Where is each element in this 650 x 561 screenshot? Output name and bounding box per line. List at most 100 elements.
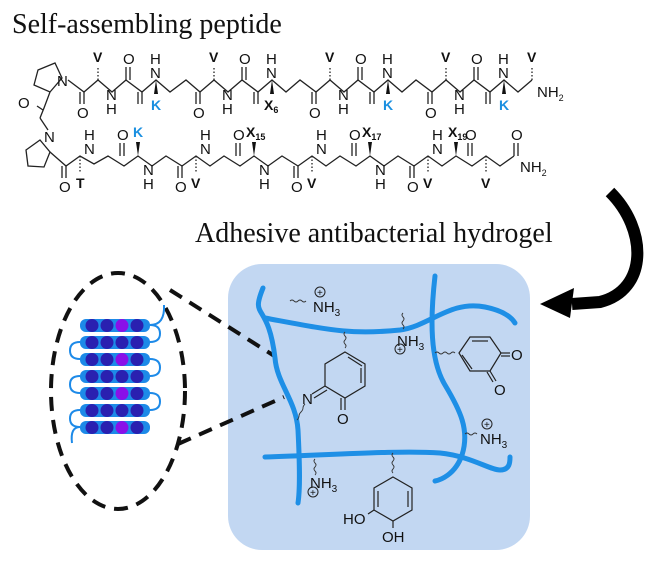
atom-h: H	[382, 51, 393, 68]
atom-n: N	[382, 65, 393, 82]
residue-v: V	[93, 49, 103, 65]
residue-bead	[85, 421, 99, 434]
atom-o: O	[471, 51, 483, 68]
residue-bead	[115, 319, 129, 332]
hashed-bonds-bottom	[79, 156, 487, 172]
atom-n: N	[338, 87, 349, 104]
atom-n: N	[57, 73, 68, 90]
residue-bead	[100, 404, 114, 417]
residue-v: V	[191, 175, 201, 191]
atom-h: H	[266, 51, 277, 68]
top-peptide-strand: N O O O O O O O O O	[18, 49, 564, 122]
svg-text:O: O	[337, 411, 349, 428]
hashed-bonds-top	[97, 66, 533, 80]
backbone-bottom	[49, 151, 515, 167]
wavy-bond	[464, 432, 478, 436]
atom-o: O	[407, 179, 419, 196]
residue-x6: X6	[264, 97, 278, 115]
residue-v: V	[441, 49, 451, 65]
loop-connector	[149, 358, 162, 377]
fiber	[262, 449, 513, 473]
atom-n: N	[498, 65, 509, 82]
residue-k: K	[133, 124, 143, 140]
atom-o: O	[193, 105, 205, 122]
atom-o: O	[511, 127, 523, 144]
loop-connector	[68, 341, 81, 360]
curved-arrow	[540, 187, 644, 318]
residue-bead	[130, 336, 144, 349]
residue-bead	[130, 387, 144, 400]
atom-h: H	[259, 176, 270, 193]
atom-o: O	[117, 127, 129, 144]
atom-n: N	[259, 162, 270, 179]
residue-k: K	[499, 97, 509, 113]
atom-o: O	[349, 127, 361, 144]
residue-bead	[85, 370, 99, 383]
bottom-peptide-strand: N O O O O O O O O O H N H N H N H N	[25, 117, 547, 196]
loop-connector	[68, 375, 81, 394]
terminus-nh2-top: NH2	[537, 84, 564, 103]
atom-o: O	[59, 179, 71, 196]
residue-x15: X15	[246, 124, 265, 142]
svg-text:O: O	[494, 382, 506, 399]
wavy-bond	[313, 458, 317, 476]
residue-bead	[115, 421, 129, 434]
svg-text:NH3: NH3	[397, 333, 425, 353]
residue-bead	[100, 370, 114, 383]
residue-bead	[115, 336, 129, 349]
residue-bead	[100, 319, 114, 332]
residue-bead	[130, 353, 144, 366]
atom-h: H	[432, 127, 443, 144]
arrowhead-icon	[540, 288, 574, 318]
atom-n: N	[200, 141, 211, 158]
wavy-bond	[289, 299, 307, 303]
atom-n: N	[84, 141, 95, 158]
bond	[39, 117, 49, 131]
fiber	[429, 273, 468, 484]
residue-v: V	[481, 175, 491, 191]
terminus-nh2-bottom: NH2	[520, 159, 547, 178]
beta-sheet-illustration	[68, 304, 166, 444]
atom-o: O	[175, 179, 187, 196]
residue-bead	[130, 319, 144, 332]
residue-t: T	[76, 175, 85, 191]
hydrogel-box	[228, 264, 530, 550]
fiber	[262, 303, 518, 335]
zoom-ellipse	[49, 271, 187, 511]
strand-end	[70, 426, 81, 444]
atom-h: H	[375, 176, 386, 193]
residue-bead	[85, 404, 99, 417]
atom-n: N	[432, 141, 443, 158]
arrow-shaft	[571, 187, 644, 310]
quinone-imine-ring: N O	[302, 351, 366, 428]
atom-n: N	[44, 129, 55, 146]
residue-v: V	[527, 49, 537, 65]
atom-o: O	[355, 51, 367, 68]
wedge-bonds-top	[154, 80, 506, 94]
carbonyls-bottom	[61, 143, 519, 178]
atom-n: N	[375, 162, 386, 179]
atom-h: H	[200, 127, 211, 144]
atom-n: N	[454, 87, 465, 104]
atom-o: O	[123, 51, 135, 68]
residue-bead	[115, 370, 129, 383]
residue-v: V	[307, 175, 317, 191]
atom-n: N	[222, 87, 233, 104]
wavy-bond	[296, 403, 306, 421]
residue-bead	[85, 387, 99, 400]
wavy-bond	[434, 351, 456, 355]
atom-h: H	[454, 101, 465, 118]
wavy-bond	[343, 331, 347, 349]
svg-text:+: +	[310, 488, 316, 499]
amine-group: NH3 +	[394, 333, 425, 356]
catechol-ring: HO OH	[343, 476, 413, 546]
subtitle: Adhesive antibacterial hydrogel	[195, 218, 553, 249]
loop-connector	[68, 409, 81, 428]
residue-bead	[85, 319, 99, 332]
residue-bead	[130, 370, 144, 383]
residue-k: K	[383, 97, 393, 113]
svg-text:+: +	[397, 345, 403, 356]
atom-h: H	[316, 127, 327, 144]
title: Self-assembling peptide	[12, 9, 282, 40]
